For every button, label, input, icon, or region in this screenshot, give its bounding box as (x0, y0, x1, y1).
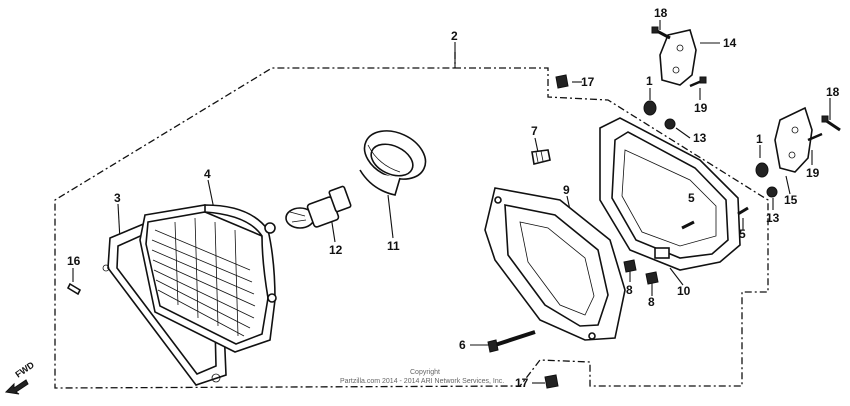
callout-4: 4 (204, 167, 211, 181)
callout-5a: 5 (688, 191, 695, 205)
callout-19b: 19 (806, 166, 820, 180)
headlight-unit (139, 204, 277, 353)
grommet-1b (755, 162, 769, 178)
callout-6: 6 (459, 338, 466, 352)
copyright-line-2: Partzilla.com 2014 - 2014 ARI Network Se… (340, 378, 504, 385)
nut-8a (623, 259, 637, 273)
callout-7: 7 (531, 124, 538, 138)
copyright-line-1: Copyright (410, 369, 440, 376)
mounting-ring (484, 187, 626, 341)
nut-17a (555, 74, 569, 89)
stud-5a (681, 220, 695, 230)
callout-16: 16 (67, 254, 81, 268)
callout-13a: 13 (693, 131, 707, 145)
callout-14: 14 (723, 36, 737, 50)
bolt-18b (821, 115, 841, 132)
callout-3: 3 (114, 191, 121, 205)
callout-15: 15 (784, 193, 798, 207)
bolt-19a (689, 76, 707, 88)
bolt-18a (651, 26, 671, 40)
callout-5b: 5 (739, 227, 746, 241)
collar-13a (664, 118, 676, 130)
callout-2: 2 (451, 29, 458, 43)
callout-1a: 1 (646, 74, 653, 88)
callout-13b: 13 (766, 211, 780, 225)
fwd-label: FWD (13, 359, 36, 379)
assembly-boundary (54, 52, 769, 389)
callout-10: 10 (677, 284, 691, 298)
screw-6 (487, 330, 536, 353)
housing-bracket (599, 117, 741, 271)
nut-8b (645, 271, 659, 285)
callout-18a: 18 (654, 6, 668, 20)
callout-11: 11 (387, 239, 400, 253)
bolt-19b (807, 132, 823, 142)
callout-17b: 17 (515, 376, 529, 390)
bulb-cover (359, 130, 427, 196)
stud-5b (737, 206, 749, 216)
grommet-1a (643, 100, 657, 116)
callout-18b: 18 (826, 85, 840, 99)
bracket-14 (659, 29, 697, 86)
callout-8b: 8 (648, 295, 655, 309)
nut-17b (544, 374, 559, 389)
callout-17a: 17 (581, 75, 595, 89)
callout-19a: 19 (694, 101, 708, 115)
screw-16 (66, 282, 82, 296)
callout-8a: 8 (626, 283, 633, 297)
nut-7 (531, 149, 551, 165)
fwd-arrow-icon (4, 379, 29, 395)
halogen-bulb (285, 185, 352, 229)
callout-1b: 1 (756, 132, 763, 146)
bracket-15 (774, 106, 813, 173)
collar-13b (766, 186, 778, 198)
callout-12: 12 (329, 243, 343, 257)
callout-9: 9 (563, 183, 570, 197)
